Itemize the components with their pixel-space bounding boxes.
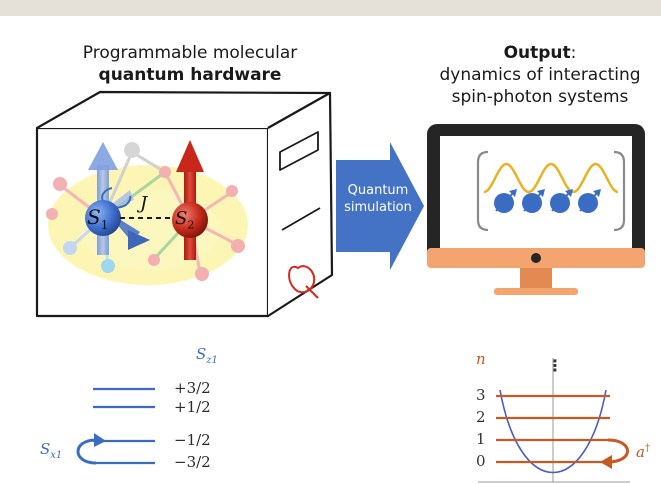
monitor-power-dot: [531, 253, 541, 263]
screen-bracket-left: [476, 150, 489, 232]
screen-spin-arrow: [523, 192, 542, 212]
monitor-neck: [520, 268, 552, 290]
spin2-label: S2: [175, 208, 195, 232]
spin-level-label: +3/2: [174, 379, 211, 397]
photon-level-label: 1: [476, 430, 486, 448]
output-title: Output: dynamics of interacting spin-pho…: [425, 42, 655, 108]
hardware-title-line2: quantum hardware: [98, 65, 282, 85]
photon-wave: [483, 162, 619, 194]
photon-level-label: 0: [476, 452, 486, 470]
screen-spin-arrowhead: [509, 189, 517, 197]
spin-level-label: −3/2: [174, 453, 211, 471]
spin-transition-label: Sx1: [40, 440, 63, 461]
photon-ellipsis: ⋮: [547, 356, 563, 375]
screen-spin-arrow: [579, 192, 598, 212]
spin-transition-arrowhead: [94, 433, 106, 447]
spin-level-lines: [93, 387, 155, 465]
output-title-colon: :: [570, 43, 577, 63]
screen-spin-arrowhead: [593, 189, 601, 197]
screen-spin-arrow: [495, 192, 514, 212]
simulation-arrow: [336, 142, 424, 270]
molecule-atoms: [46, 142, 245, 281]
output-title-bold: Output: [503, 43, 571, 63]
photon-transition-arrow: [607, 438, 629, 464]
spin-transition-arrow: [76, 438, 97, 465]
monitor-stand: [494, 288, 578, 295]
hardware-title: Programmable molecular quantum hardware: [60, 42, 320, 86]
spin-level-label: −1/2: [174, 431, 211, 449]
spin-level-label: +1/2: [174, 398, 211, 416]
box-vent-slot: [279, 131, 319, 171]
screen-spin-arrow: [551, 192, 570, 212]
photon-operator-label: a†: [636, 443, 650, 461]
screen-bracket-right: [613, 150, 626, 232]
output-title-line3: spin-photon systems: [451, 87, 629, 107]
photon-level-lines: [496, 394, 610, 464]
screen-spins: [494, 189, 601, 213]
photon-axis-label: n: [476, 350, 486, 368]
photon-level-label: 2: [476, 408, 486, 426]
output-title-line2: dynamics of interacting: [439, 65, 641, 85]
spin1-ball: [85, 200, 121, 236]
spin-axis-label: Sz1: [196, 345, 218, 366]
hardware-q-logo: [288, 265, 319, 299]
spin2-ball: [172, 202, 208, 238]
box-side-face: [267, 91, 334, 317]
spin1-label: S1: [87, 205, 109, 232]
hardware-title-line1: Programmable molecular: [82, 43, 298, 63]
top-divider-bar: [0, 0, 661, 16]
photon-level-label: 3: [476, 386, 486, 404]
photon-transition-arrowhead: [600, 455, 612, 469]
screen-spin-arrowhead: [537, 189, 545, 197]
simulation-arrow-label: Quantum simulation: [344, 183, 412, 215]
oscillator-parabola: [499, 389, 607, 474]
box-side-line: [281, 207, 321, 231]
screen-spin-arrowhead: [565, 189, 573, 197]
coupling-label: J: [140, 193, 148, 214]
output-monitor: [427, 124, 645, 295]
